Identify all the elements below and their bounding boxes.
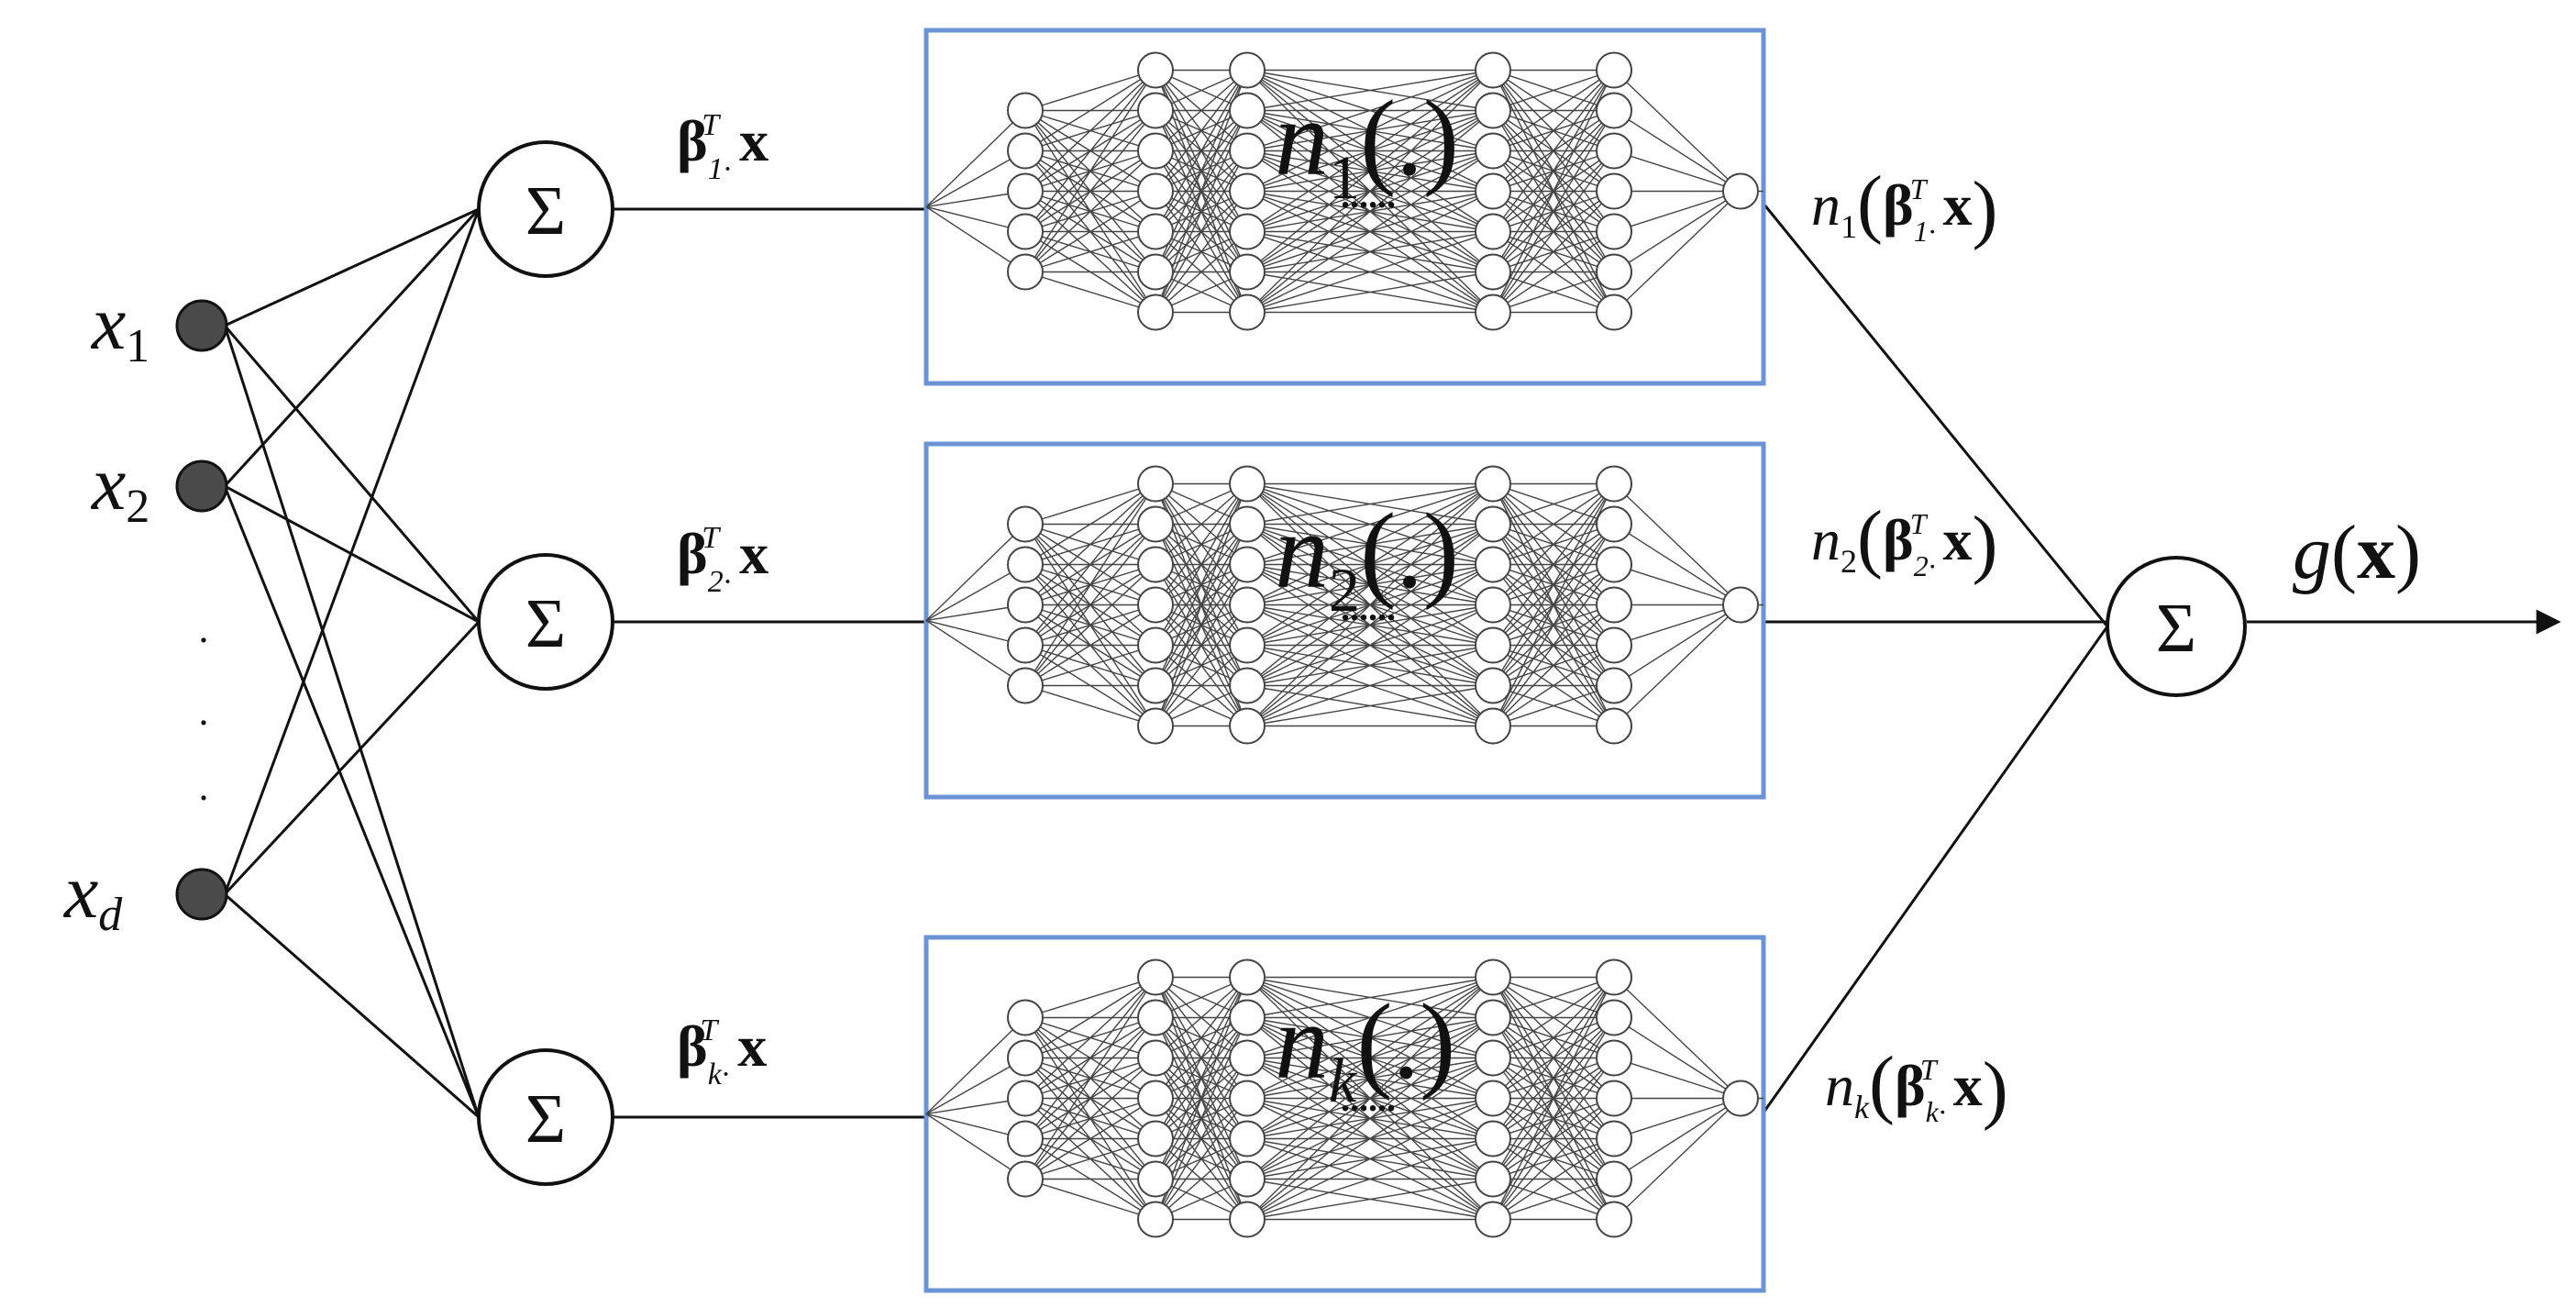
subnet-dots-2: ......	[1341, 587, 1396, 628]
input-ellipsis-1: .	[199, 606, 209, 651]
output-edge-k	[1762, 626, 2109, 1113]
edge-xd-to-sum-2	[223, 620, 481, 896]
subnet-box-1	[923, 28, 1766, 386]
subnet-box-k	[923, 935, 1766, 1293]
subnet-label-1: n1(.)	[1275, 78, 1459, 212]
sum-node-2	[477, 553, 614, 691]
output-edge-1	[1762, 203, 2109, 627]
input-to-sum-edges	[223, 207, 481, 1119]
input-ellipsis-3: .	[199, 764, 209, 809]
edge-xd-to-sum-k	[224, 892, 480, 1119]
input-label-x1: x1	[90, 281, 149, 372]
subnet-neurons-k	[1007, 958, 1759, 1238]
edge-x1-to-sum-2	[223, 325, 481, 623]
subnet-labels: n1(.) ...... n2(.) ...... nk(.) ......	[1275, 78, 1459, 1119]
input-label-xd: xd	[62, 849, 123, 941]
subnet-label-2: n2(.)	[1275, 491, 1459, 625]
sum-symbol-k: Σ	[525, 1080, 566, 1157]
final-output-label: g(x)	[2293, 510, 2421, 595]
subnet-box-2	[923, 441, 1766, 800]
subnet-connections-k	[925, 976, 1763, 1221]
edge-xd-to-sum-1	[223, 208, 481, 895]
input-label-x2: x2	[90, 441, 149, 533]
final-sum-symbol: Σ	[2156, 590, 2196, 667]
input-nodes	[175, 299, 228, 921]
edge-x2-to-sum-k	[223, 485, 481, 1118]
input-ellipsis-2: .	[199, 689, 209, 734]
edge-x1-to-sum-k	[223, 325, 481, 1118]
sum-symbol-2: Σ	[525, 585, 566, 662]
final-sum-node	[2106, 556, 2247, 697]
subnet-connections-1	[925, 69, 1763, 314]
input-labels: x1 x2 xd . . .	[62, 281, 209, 941]
edge-x2-to-sum-1	[223, 207, 481, 488]
subnet-label-k: nk(.)	[1275, 981, 1455, 1115]
input-node-x1	[175, 299, 228, 352]
subnet-dots-k: ......	[1341, 1078, 1396, 1119]
edge-x1-to-sum-1	[224, 207, 480, 327]
input-node-x2	[175, 460, 228, 513]
projection-edges	[614, 207, 926, 1119]
subnet-neurons-2	[1007, 465, 1759, 745]
output-edges	[1762, 203, 2109, 1113]
subnet-neurons-1	[1007, 51, 1759, 331]
input-node-xd	[175, 868, 228, 921]
projection-sum-nodes	[477, 140, 2247, 1186]
sum-node-k	[477, 1048, 614, 1186]
sum-symbol-1: Σ	[525, 172, 566, 249]
subnet-dots-1: ......	[1341, 174, 1396, 216]
sum-node-1	[477, 140, 614, 278]
